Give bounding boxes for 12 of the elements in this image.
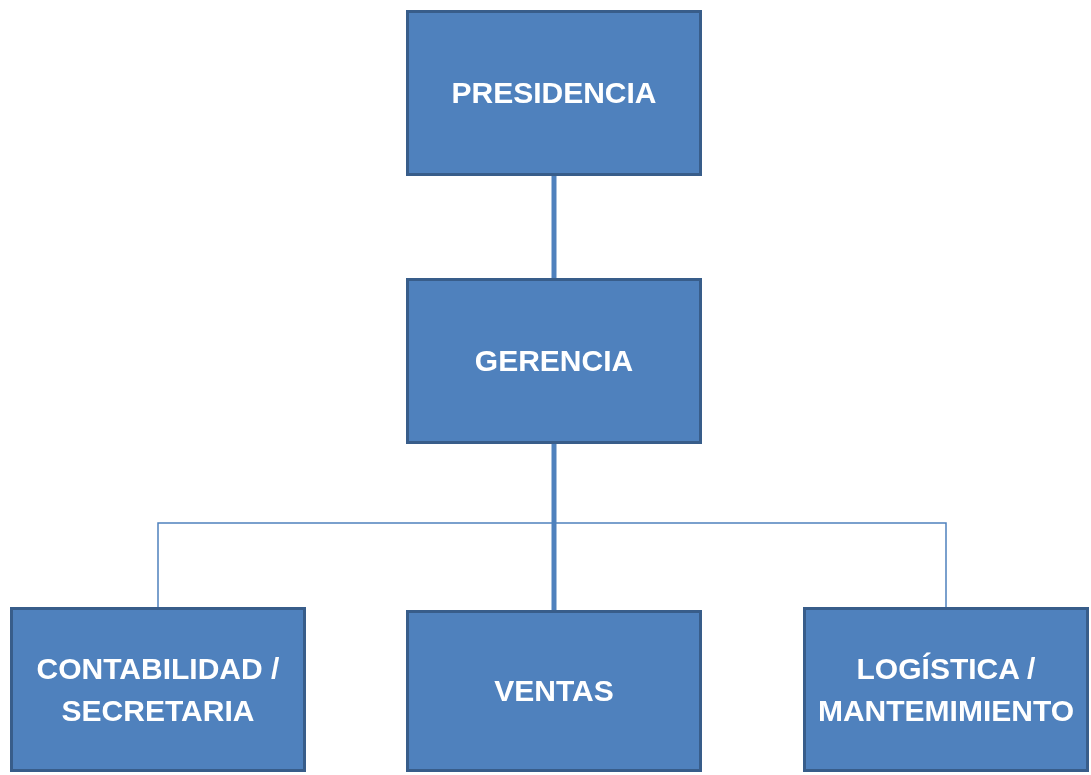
box-title: GERENCIA [474,343,634,379]
box-title: CONTABILIDAD / SECRETARIA [35,650,281,729]
connector-line [551,176,557,278]
org-box [406,610,702,772]
org-box [406,10,702,176]
box-title: PRESIDENCIA [451,75,657,111]
connector-line [551,444,557,610]
org-box [406,278,702,444]
org-box [10,607,306,772]
box-title: VENTAS [494,673,614,709]
org-box [803,607,1089,772]
box-title: LOGÍSTICA / MANTEMIMIENTO [816,650,1076,729]
